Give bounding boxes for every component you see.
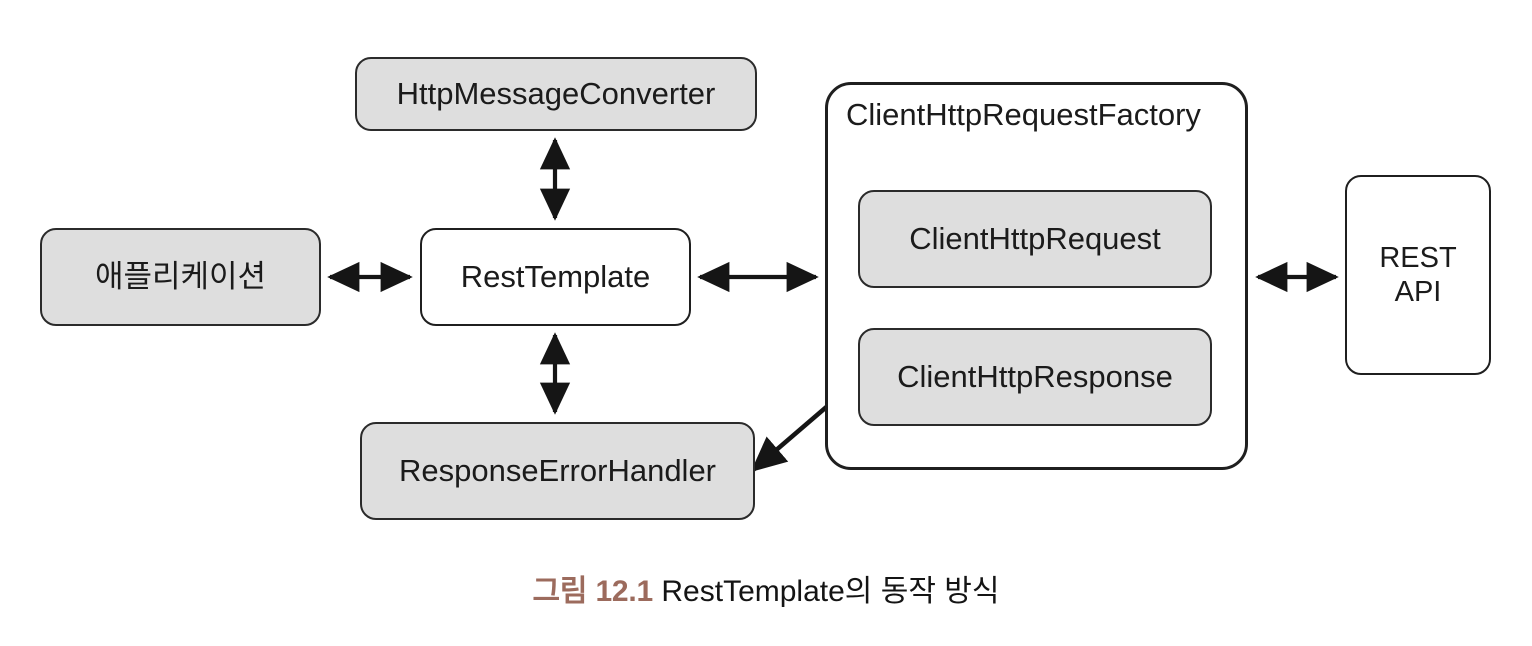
client-http-request-factory-label: ClientHttpRequestFactory [846, 97, 1201, 132]
figure-number: 그림 12.1 [532, 575, 654, 608]
node-client-http-request[interactable]: ClientHttpRequest [858, 190, 1212, 288]
node-rest-api[interactable]: REST API [1345, 175, 1491, 375]
node-rest-template[interactable]: RestTemplate [420, 228, 691, 326]
figure-caption-text: RestTemplate의 동작 방식 [661, 575, 1000, 608]
figure-caption: 그림 12.1 RestTemplate의 동작 방식 [0, 566, 1532, 610]
node-response-error-handler[interactable]: ResponseErrorHandler [360, 422, 755, 520]
node-client-http-response[interactable]: ClientHttpResponse [858, 328, 1212, 426]
node-http-message-converter[interactable]: HttpMessageConverter [355, 57, 757, 131]
node-application[interactable]: 애플리케이션 [40, 228, 321, 326]
